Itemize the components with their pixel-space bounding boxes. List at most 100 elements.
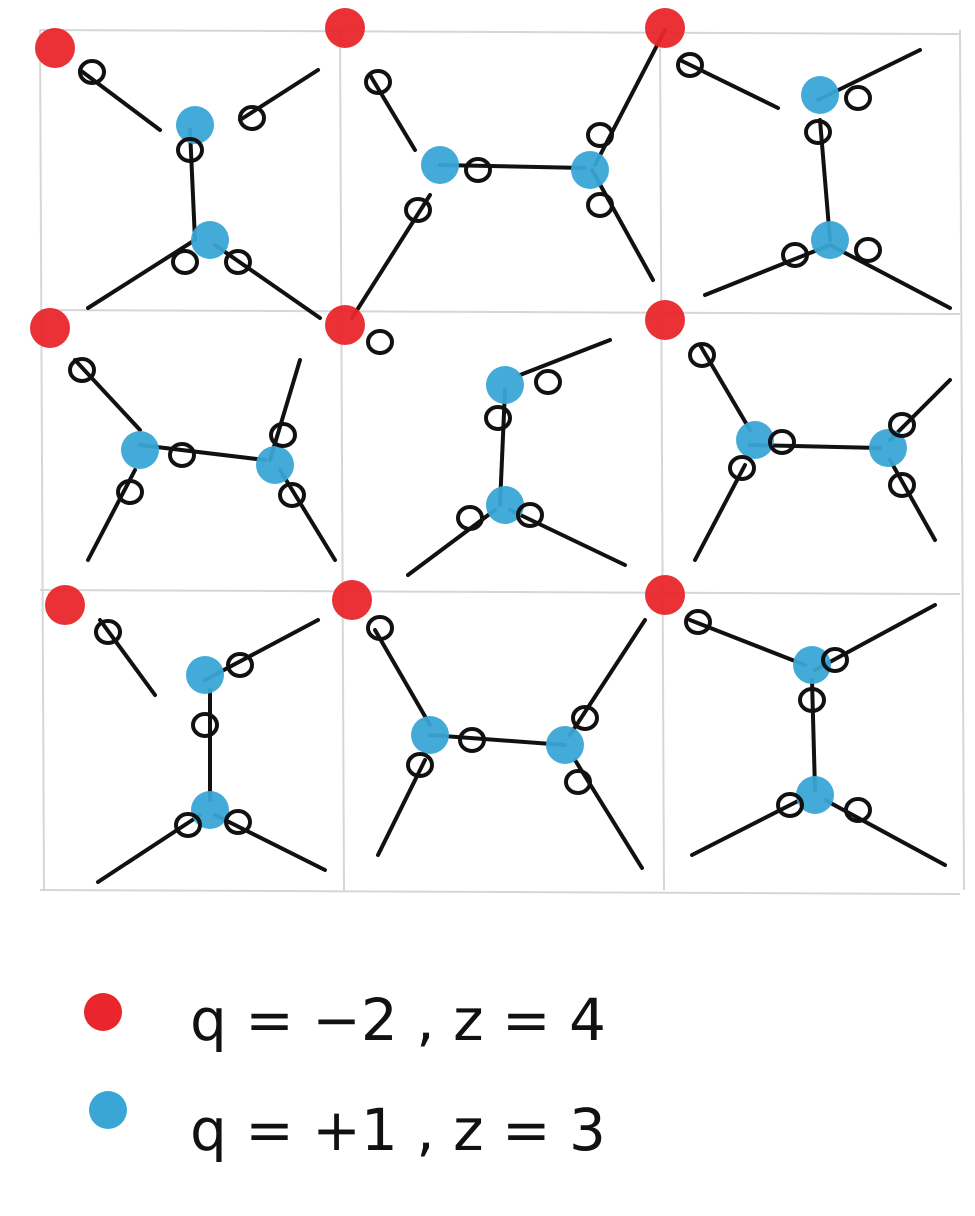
bond-line	[438, 163, 587, 170]
red-charge-dot	[645, 300, 685, 340]
bond-loop	[586, 192, 614, 218]
blue-charge-dot	[421, 146, 459, 184]
legend-blue-dot	[89, 1091, 127, 1129]
bond-loop	[226, 652, 254, 678]
bond-loop	[844, 797, 872, 823]
bond-line	[86, 468, 137, 562]
grid-horizontal-line	[39, 309, 961, 315]
bond-loop	[516, 502, 544, 528]
bond-line	[703, 243, 832, 297]
blue-charge-dot	[256, 446, 294, 484]
bond-line	[818, 118, 832, 242]
bond-line	[693, 463, 747, 562]
bond-loop	[191, 712, 219, 738]
red-charge-dot	[30, 308, 70, 348]
bond-loop	[406, 752, 434, 778]
bond-loop	[174, 812, 202, 838]
bond-line	[678, 58, 780, 110]
bond-loop	[804, 119, 832, 145]
blue-charge-dot	[736, 421, 774, 459]
bond-loop	[116, 479, 144, 505]
grid-vertical-line	[959, 29, 965, 891]
bond-loop	[688, 342, 716, 368]
bond-line	[73, 358, 142, 432]
grid-vertical-line	[339, 29, 345, 891]
bond-line	[813, 603, 937, 672]
bond-loop	[364, 69, 392, 95]
grid-vertical-line	[39, 29, 45, 891]
blue-charge-dot	[796, 776, 834, 814]
bond-line	[78, 68, 162, 132]
bond-line	[698, 343, 752, 432]
grid-vertical-line	[659, 29, 665, 891]
bond-loop	[224, 249, 252, 275]
bond-line	[508, 508, 627, 567]
blue-charge-dot	[191, 221, 229, 259]
bond-loop	[564, 769, 592, 795]
red-charge-dot	[325, 8, 365, 48]
bond-loop	[78, 59, 106, 85]
red-charge-dot	[332, 580, 372, 620]
bond-loop	[676, 52, 704, 78]
blue-charge-dot	[546, 726, 584, 764]
legend-label-blue: q = +1 , z = 3	[190, 1096, 606, 1164]
bond-line	[213, 243, 322, 320]
blue-charge-dot	[121, 431, 159, 469]
blue-charge-dot	[571, 151, 609, 189]
bond-loop	[781, 242, 809, 268]
blue-charge-dot	[486, 486, 524, 524]
blue-charge-dot	[869, 429, 907, 467]
bond-loop	[844, 85, 872, 111]
grid-horizontal-line	[39, 589, 961, 595]
bond-line	[203, 618, 320, 682]
bond-line	[213, 813, 327, 872]
bond-loop	[534, 369, 562, 395]
bond-line	[828, 243, 952, 310]
bond-loop	[458, 727, 486, 753]
bond-loop	[684, 609, 712, 635]
blue-charge-dot	[801, 76, 839, 114]
bond-line	[350, 193, 432, 320]
blue-charge-dot	[811, 221, 849, 259]
bond-line	[568, 618, 647, 737]
blue-charge-dot	[486, 366, 524, 404]
bond-loop	[366, 615, 394, 641]
bond-loop	[176, 137, 204, 163]
grid-horizontal-line	[39, 29, 961, 35]
red-charge-dot	[325, 305, 365, 345]
bond-loop	[798, 687, 826, 713]
bond-loop	[456, 505, 484, 531]
bond-loop	[366, 329, 394, 355]
bond-loop	[238, 105, 266, 131]
red-charge-dot	[35, 28, 75, 68]
bond-loop	[854, 237, 882, 263]
bond-line	[368, 73, 417, 152]
bond-line	[373, 628, 432, 727]
bond-loop	[68, 357, 96, 383]
bond-line	[888, 378, 952, 442]
bond-line	[590, 168, 655, 282]
bond-loops	[68, 52, 916, 838]
legend-red-dot	[84, 993, 122, 1031]
bond-lines	[73, 28, 952, 884]
charge-dots	[30, 8, 907, 829]
bond-loop	[768, 429, 796, 455]
red-charge-dot	[645, 575, 685, 615]
bond-loop	[94, 619, 122, 645]
grid-horizontal-line	[39, 889, 961, 895]
bond-loop	[888, 472, 916, 498]
bond-loop	[586, 122, 614, 148]
bond-line	[238, 68, 320, 122]
bond-loop	[776, 792, 804, 818]
bond-loop	[224, 809, 252, 835]
bond-loop	[278, 482, 306, 508]
bond-loop	[484, 405, 512, 431]
bond-line	[98, 618, 157, 697]
red-charge-dot	[45, 585, 85, 625]
bond-loop	[269, 422, 297, 448]
bond-line	[138, 443, 267, 462]
bond-line	[188, 128, 197, 242]
blue-charge-dot	[186, 656, 224, 694]
